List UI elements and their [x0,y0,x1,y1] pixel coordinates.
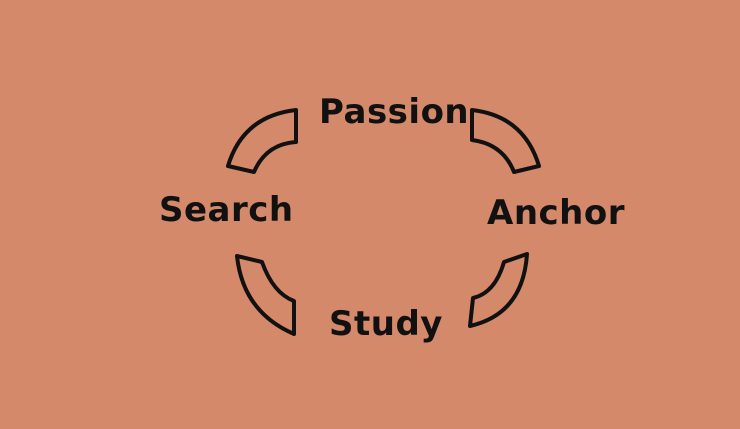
arc-connector-top-left [226,108,298,174]
node-label-study: Study [329,304,443,344]
node-label-search: Search [159,190,294,230]
arc-connector-bottom-left [235,254,296,336]
arc-connector-bottom-right [468,252,529,328]
arc-connector-top-right [470,108,541,174]
node-label-anchor: Anchor [487,193,626,233]
node-label-passion: Passion [319,92,470,132]
